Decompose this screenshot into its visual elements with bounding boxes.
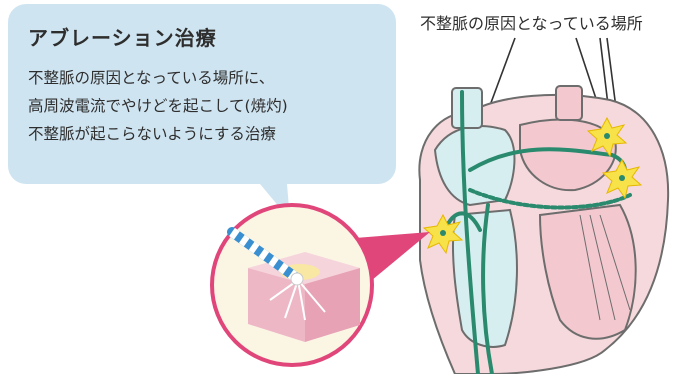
heart: [419, 95, 668, 374]
tissue-block-icon: [248, 252, 360, 342]
magnifier-circle: [212, 205, 372, 365]
